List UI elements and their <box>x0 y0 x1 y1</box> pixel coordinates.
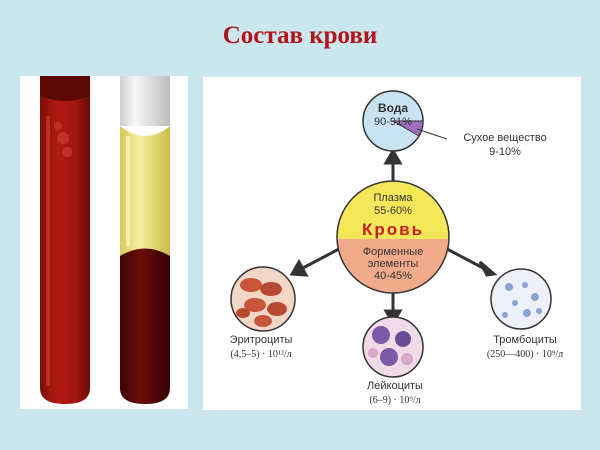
water-pie <box>362 90 448 152</box>
erythrocytes-count: (4,5–5) · 10¹²/л <box>230 349 291 360</box>
arrow-to-erythrocytes <box>300 247 340 271</box>
dry-matter-slice <box>391 120 424 137</box>
water-percent: 90-91% <box>374 116 412 128</box>
water-label: Вода <box>378 101 408 115</box>
blood-composition-diagram: Вода 90-91% Сухое вещество 9-10% Плазма … <box>203 77 581 410</box>
thrombocytes-image <box>490 268 552 330</box>
erythrocytes-image <box>230 266 296 332</box>
formed-elements-label-1: Форменные <box>363 246 423 258</box>
thrombocytes-count: (250—400) · 10⁹/л <box>487 349 563 360</box>
thrombocytes-label: Тромбоциты <box>493 334 557 346</box>
dry-matter-percent: 9-10% <box>489 146 521 158</box>
arrow-to-thrombocytes <box>446 247 486 271</box>
formed-elements-percent: 40-45% <box>374 270 412 282</box>
plasma-label: Плазма <box>373 192 413 204</box>
leukocytes-image <box>362 316 424 378</box>
formed-elements-label-2: элементы <box>368 258 419 270</box>
leukocytes-label: Лейкоциты <box>367 380 423 392</box>
test-tubes-photo <box>20 76 188 409</box>
plasma-percent: 55-60% <box>374 205 412 217</box>
blood-word: Кровь <box>362 220 424 239</box>
page-title: Состав крови <box>222 22 378 49</box>
leukocytes-count: (6–9) · 10⁹/л <box>369 395 420 406</box>
dry-matter-label: Сухое вещество <box>463 132 546 144</box>
erythrocytes-label: Эритроциты <box>230 334 293 346</box>
